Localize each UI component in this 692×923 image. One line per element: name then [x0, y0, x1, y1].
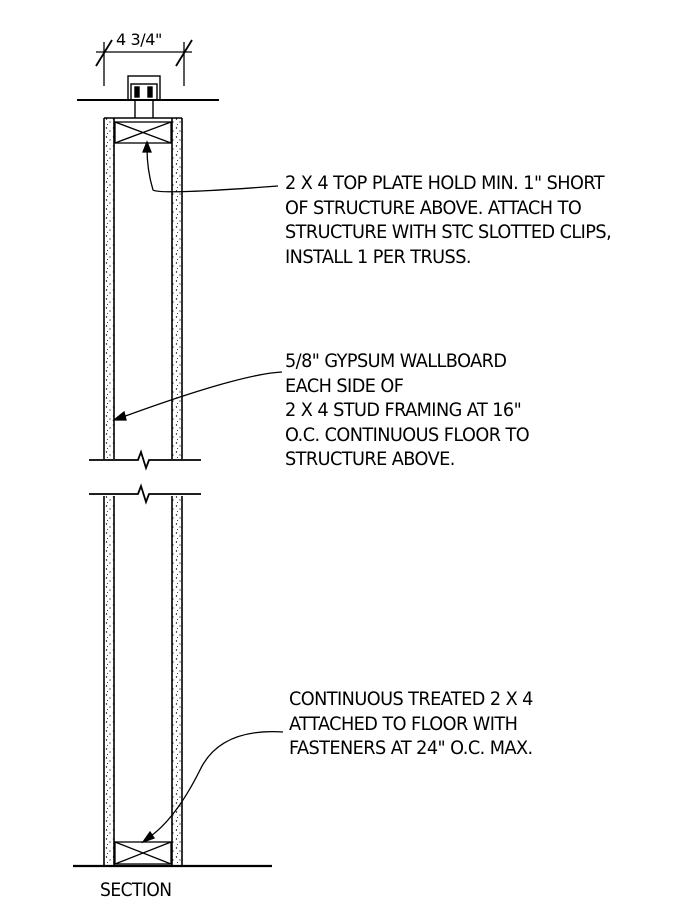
- note-line: FASTENERS AT 24" O.C. MAX.: [289, 737, 533, 759]
- wall-upper-portion: [103, 117, 183, 459]
- note-line: OF STRUCTURE ABOVE. ATTACH TO: [285, 196, 582, 219]
- note-line: ATTACHED TO FLOOR WITH: [289, 712, 518, 735]
- wall-lower-portion: [103, 496, 183, 865]
- note-line: 2 X 4 TOP PLATE HOLD MIN. 1" SHORT: [285, 172, 605, 194]
- note-line: STRUCTURE ABOVE.: [285, 448, 455, 470]
- break-line-lower: [89, 483, 201, 505]
- wallboard-note: 5/8" GYPSUM WALLBOARD EACH SIDE OF 2 X 4…: [285, 349, 530, 472]
- top-plate-note: 2 X 4 TOP PLATE HOLD MIN. 1" SHORT OF ST…: [285, 171, 612, 269]
- note-line: STRUCTURE WITH STC SLOTTED CLIPS,: [285, 221, 612, 243]
- leader-bottom-plate: [141, 731, 284, 844]
- bottom-plate-note: CONTINUOUS TREATED 2 X 4 ATTACHED TO FLO…: [289, 687, 533, 761]
- dimension-label: 4 3/4": [116, 30, 162, 49]
- dimension-line: [95, 39, 193, 86]
- leader-top-plate: [142, 140, 279, 193]
- note-line: INSTALL 1 PER TRUSS.: [285, 245, 471, 268]
- break-line-upper: [89, 449, 201, 471]
- top-plate: [114, 121, 172, 144]
- slotted-clip: [127, 75, 161, 118]
- note-line: 2 X 4 STUD FRAMING AT 16": [285, 399, 522, 421]
- note-line: EACH SIDE OF: [285, 374, 404, 397]
- note-line: CONTINUOUS TREATED 2 X 4: [289, 688, 533, 710]
- note-line: 5/8" GYPSUM WALLBOARD: [285, 350, 507, 372]
- note-line: O.C. CONTINUOUS FLOOR TO: [285, 423, 530, 446]
- leader-wallboard: [112, 371, 283, 421]
- section-label: SECTION: [100, 879, 172, 901]
- bottom-plate: [114, 841, 172, 865]
